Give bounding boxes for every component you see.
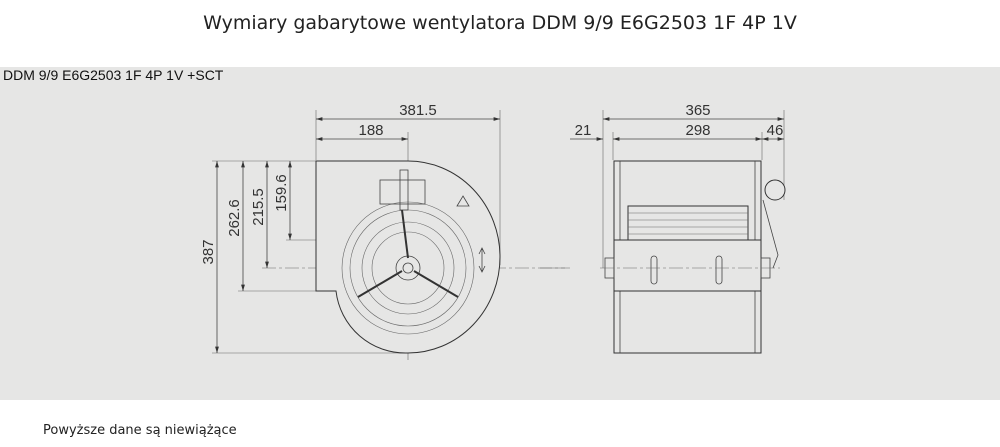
side-view: 381.5 188 387 262.6 215.5 159.6 <box>200 102 570 360</box>
model-label: DDM 9/9 E6G2503 1F 4P 1V +SCT <box>3 67 224 83</box>
dim-side-height-2: 215.5 <box>250 188 267 226</box>
disclaimer-text: Powyższe dane są niewiążące <box>43 423 237 438</box>
dim-front-offset-right: 46 <box>767 122 784 139</box>
dim-front-width-body: 298 <box>685 122 710 139</box>
dim-side-width-axis: 188 <box>358 122 383 139</box>
front-view: 365 21 298 46 <box>540 102 786 354</box>
dim-side-height-total: 387 <box>200 239 217 264</box>
dim-front-width-total: 365 <box>685 102 710 119</box>
page-title: Wymiary gabarytowe wentylatora DDM 9/9 E… <box>203 12 797 34</box>
dim-side-height-1: 262.6 <box>226 199 243 237</box>
dim-side-width-total: 381.5 <box>399 102 437 119</box>
dim-front-offset-left: 21 <box>575 122 592 139</box>
dim-side-height-3: 159.6 <box>273 174 290 212</box>
